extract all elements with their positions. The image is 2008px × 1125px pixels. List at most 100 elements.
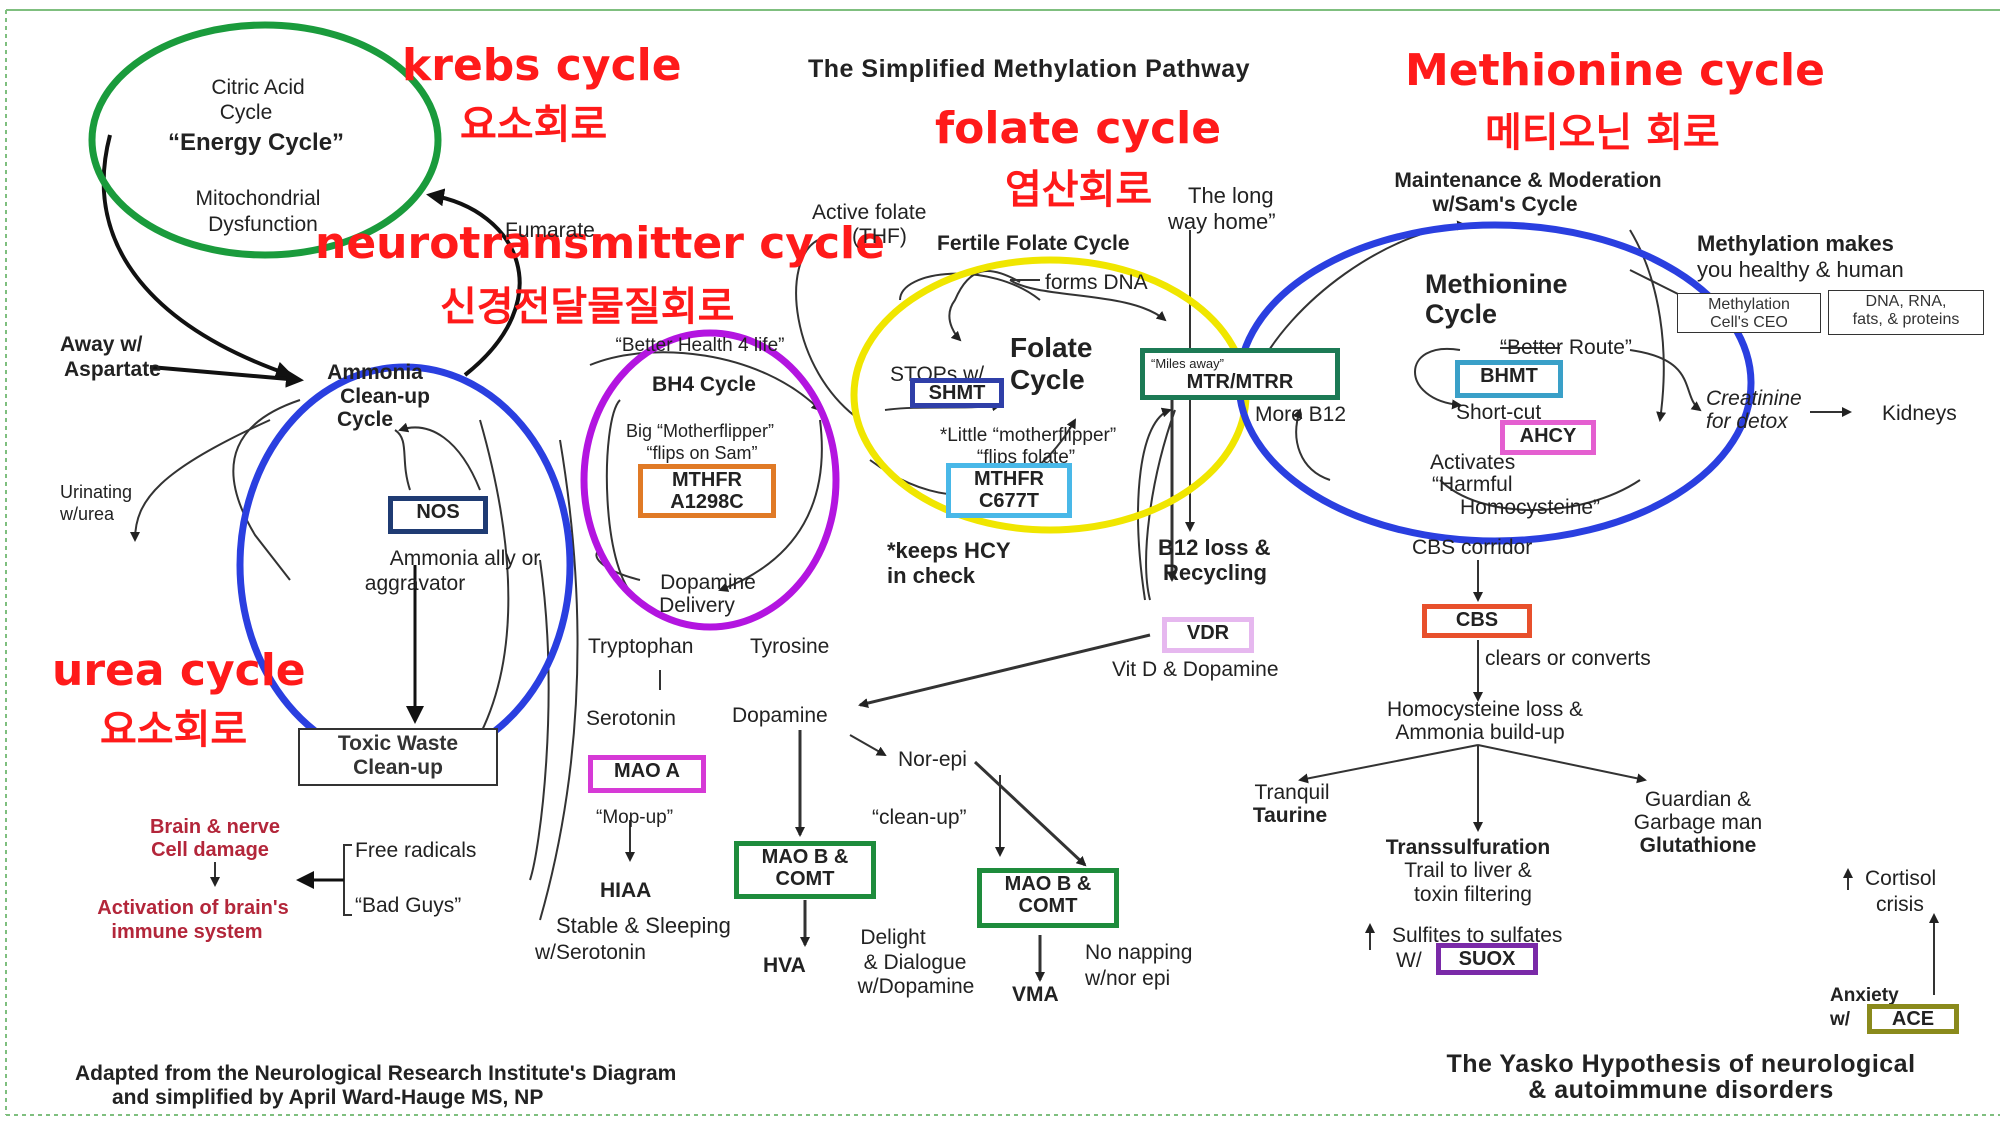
mthfr-c677t-box: MTHFR C677T bbox=[946, 463, 1072, 518]
fertile-folate-label: Fertile Folate Cycle bbox=[937, 232, 1130, 255]
mao-b2-line2: COMT bbox=[1018, 895, 1078, 917]
transsulfuration-2: Trail to liver & bbox=[1404, 859, 1532, 882]
hva-label: HVA bbox=[763, 954, 806, 977]
delight-label-3: w/Dopamine bbox=[857, 975, 975, 998]
free-radicals-label: Free radicals bbox=[355, 839, 477, 862]
ceo-line1: Methylation bbox=[1708, 296, 1790, 313]
sulfites-label: Sulfites to sulfates bbox=[1392, 924, 1563, 947]
stable-label-1: Stable & Sleeping bbox=[556, 913, 731, 938]
methylation-makes-2: you healthy & human bbox=[1697, 257, 1904, 282]
cortisol-2: crisis bbox=[1876, 893, 1924, 916]
delight-label-1: Delight bbox=[860, 926, 926, 949]
methylation-makes-text: Methylation makes bbox=[1697, 231, 1894, 256]
no-napping-1: No napping bbox=[1085, 941, 1193, 964]
krebs-circle bbox=[88, 21, 442, 259]
dna-line2: fats, & proteins bbox=[1852, 311, 1960, 328]
ally-label-1: Ammonia ally or bbox=[389, 547, 541, 570]
big-label-1: Big “Motherflipper” bbox=[625, 421, 775, 441]
mao-a-box: MAO A bbox=[588, 755, 706, 793]
mtr-mtrr-box: “Miles away” MTR/MTRR bbox=[1140, 348, 1340, 400]
dna-box: DNA, RNA, fats, & proteins bbox=[1828, 290, 1984, 335]
diagram-title: The Simplified Methylation Pathway bbox=[808, 55, 1251, 83]
activation-label-1: Activation of brain's bbox=[97, 897, 289, 919]
urinating-label-1: Urinating bbox=[60, 482, 133, 502]
b12-loss-2: Recycling bbox=[1163, 560, 1267, 585]
little-label-1: *Little “motherflipper” bbox=[939, 425, 1117, 446]
energy-line1: Citric Acid bbox=[211, 76, 305, 99]
bad-guys-label: “Bad Guys” bbox=[355, 894, 462, 917]
cbs-box: CBS bbox=[1422, 604, 1532, 638]
mao-b1-line2: COMT bbox=[775, 868, 835, 890]
forms-dna-label: forms DNA bbox=[1045, 271, 1148, 294]
no-napping-2: w/nor epi bbox=[1085, 967, 1171, 990]
activates-1: Activates bbox=[1430, 451, 1516, 474]
mthfr-a-line1: MTHFR bbox=[672, 469, 742, 491]
toxic-label-1: Toxic Waste bbox=[337, 732, 459, 755]
bh4-circle bbox=[580, 329, 840, 631]
guardian-1: Guardian & bbox=[1644, 788, 1752, 811]
ace-box: ACE bbox=[1867, 1004, 1959, 1034]
toxic-waste-box: Toxic Waste Clean-up bbox=[298, 728, 498, 786]
vma-label: VMA bbox=[1012, 983, 1059, 1006]
creatinine-2: for detox bbox=[1706, 410, 1788, 433]
urea-label: urea cycle bbox=[52, 645, 306, 696]
methionine-label: Methionine cycle bbox=[1405, 45, 1825, 96]
serotonin-label: Serotonin bbox=[586, 707, 676, 730]
mthfr-c-line2: C677T bbox=[978, 490, 1040, 512]
mao-b1-line1: MAO B & bbox=[761, 846, 849, 868]
krebs-korean: 요소회로 bbox=[460, 102, 608, 148]
krebs-label: krebs cycle bbox=[402, 40, 682, 91]
aspartate-arrow bbox=[149, 365, 304, 388]
delight-label-2: & Dialogue bbox=[863, 951, 967, 974]
stable-label-2: w/Serotonin bbox=[535, 941, 646, 964]
toxic-label-2: Clean-up bbox=[353, 756, 443, 779]
energy-line3: “Energy Cycle” bbox=[167, 129, 345, 156]
methylation-makes-1: Methylation makes bbox=[1697, 231, 1894, 256]
activates-2: “Harmful bbox=[1432, 473, 1513, 496]
methionine-cycle-1: Methionine bbox=[1425, 269, 1568, 299]
ammonia-label-3: Cycle bbox=[336, 408, 394, 431]
methionine-korean: 메티오닌 회로 bbox=[1485, 110, 1720, 156]
active-folate-1: Active folate bbox=[812, 201, 927, 224]
kidneys-label: Kidneys bbox=[1882, 402, 1957, 425]
anxiety-2: w/ bbox=[1830, 1009, 1851, 1030]
tryptophan-label: Tryptophan bbox=[588, 635, 694, 658]
mthfr-a1298c-box: MTHFR A1298C bbox=[638, 464, 776, 518]
cbs-corridor-label: CBS corridor bbox=[1412, 536, 1533, 559]
better-health-label: “Better Health 4 life” bbox=[615, 335, 785, 356]
dopamine-label: Dopamine bbox=[732, 704, 828, 727]
ceo-box: Methylation Cell's CEO bbox=[1677, 293, 1821, 333]
tranquil-1: Tranquil bbox=[1254, 781, 1330, 804]
clears-label: clears or converts bbox=[1485, 647, 1651, 670]
energy-line4: Mitochondrial bbox=[195, 187, 321, 210]
energy-line2: Cycle bbox=[219, 101, 273, 124]
anxiety-1: Anxiety bbox=[1830, 985, 1899, 1006]
away-label-2: Aspartate bbox=[64, 358, 161, 381]
better-route-label: “Better Route” bbox=[1500, 336, 1632, 359]
activates-3: Homocysteine” bbox=[1460, 496, 1601, 519]
maintenance-1: Maintenance & Moderation bbox=[1394, 169, 1662, 192]
tranquil-2: Taurine bbox=[1252, 804, 1328, 827]
shortcut-label: Short-cut bbox=[1456, 401, 1542, 424]
keeps-hcy-1: *keeps HCY bbox=[887, 538, 1011, 563]
ammonia-label-1: Ammonia bbox=[327, 361, 423, 384]
neurotransmitter-label: neurotransmitter cycle bbox=[315, 218, 885, 269]
miles-away-label: “Miles away” bbox=[1151, 356, 1224, 371]
big-label-2: “flips on Sam” bbox=[646, 443, 758, 463]
active-folate-2: (THF) bbox=[852, 225, 907, 248]
urea-korean: 요소회로 bbox=[100, 707, 248, 753]
vdr-box: VDR bbox=[1162, 617, 1254, 653]
mthfr-c-line1: MTHFR bbox=[974, 468, 1044, 490]
mao-b-comt-box-2: MAO B & COMT bbox=[977, 868, 1119, 928]
footer-left-2: and simplified by April Ward-Hauge MS, N… bbox=[112, 1086, 544, 1109]
hcy-loss-2: Ammonia build-up bbox=[1395, 721, 1565, 744]
footer-right-2: & autoimmune disorders bbox=[1528, 1076, 1834, 1104]
energy-line5: Dysfunction bbox=[208, 213, 318, 236]
guardian-2: Garbage man bbox=[1633, 811, 1763, 834]
ahcy-box: AHCY bbox=[1500, 420, 1596, 455]
long-way-1: The long bbox=[1188, 183, 1274, 208]
dopamine-delivery-1: Dopamine bbox=[660, 571, 756, 594]
guardian-3: Glutathione bbox=[1639, 834, 1757, 857]
